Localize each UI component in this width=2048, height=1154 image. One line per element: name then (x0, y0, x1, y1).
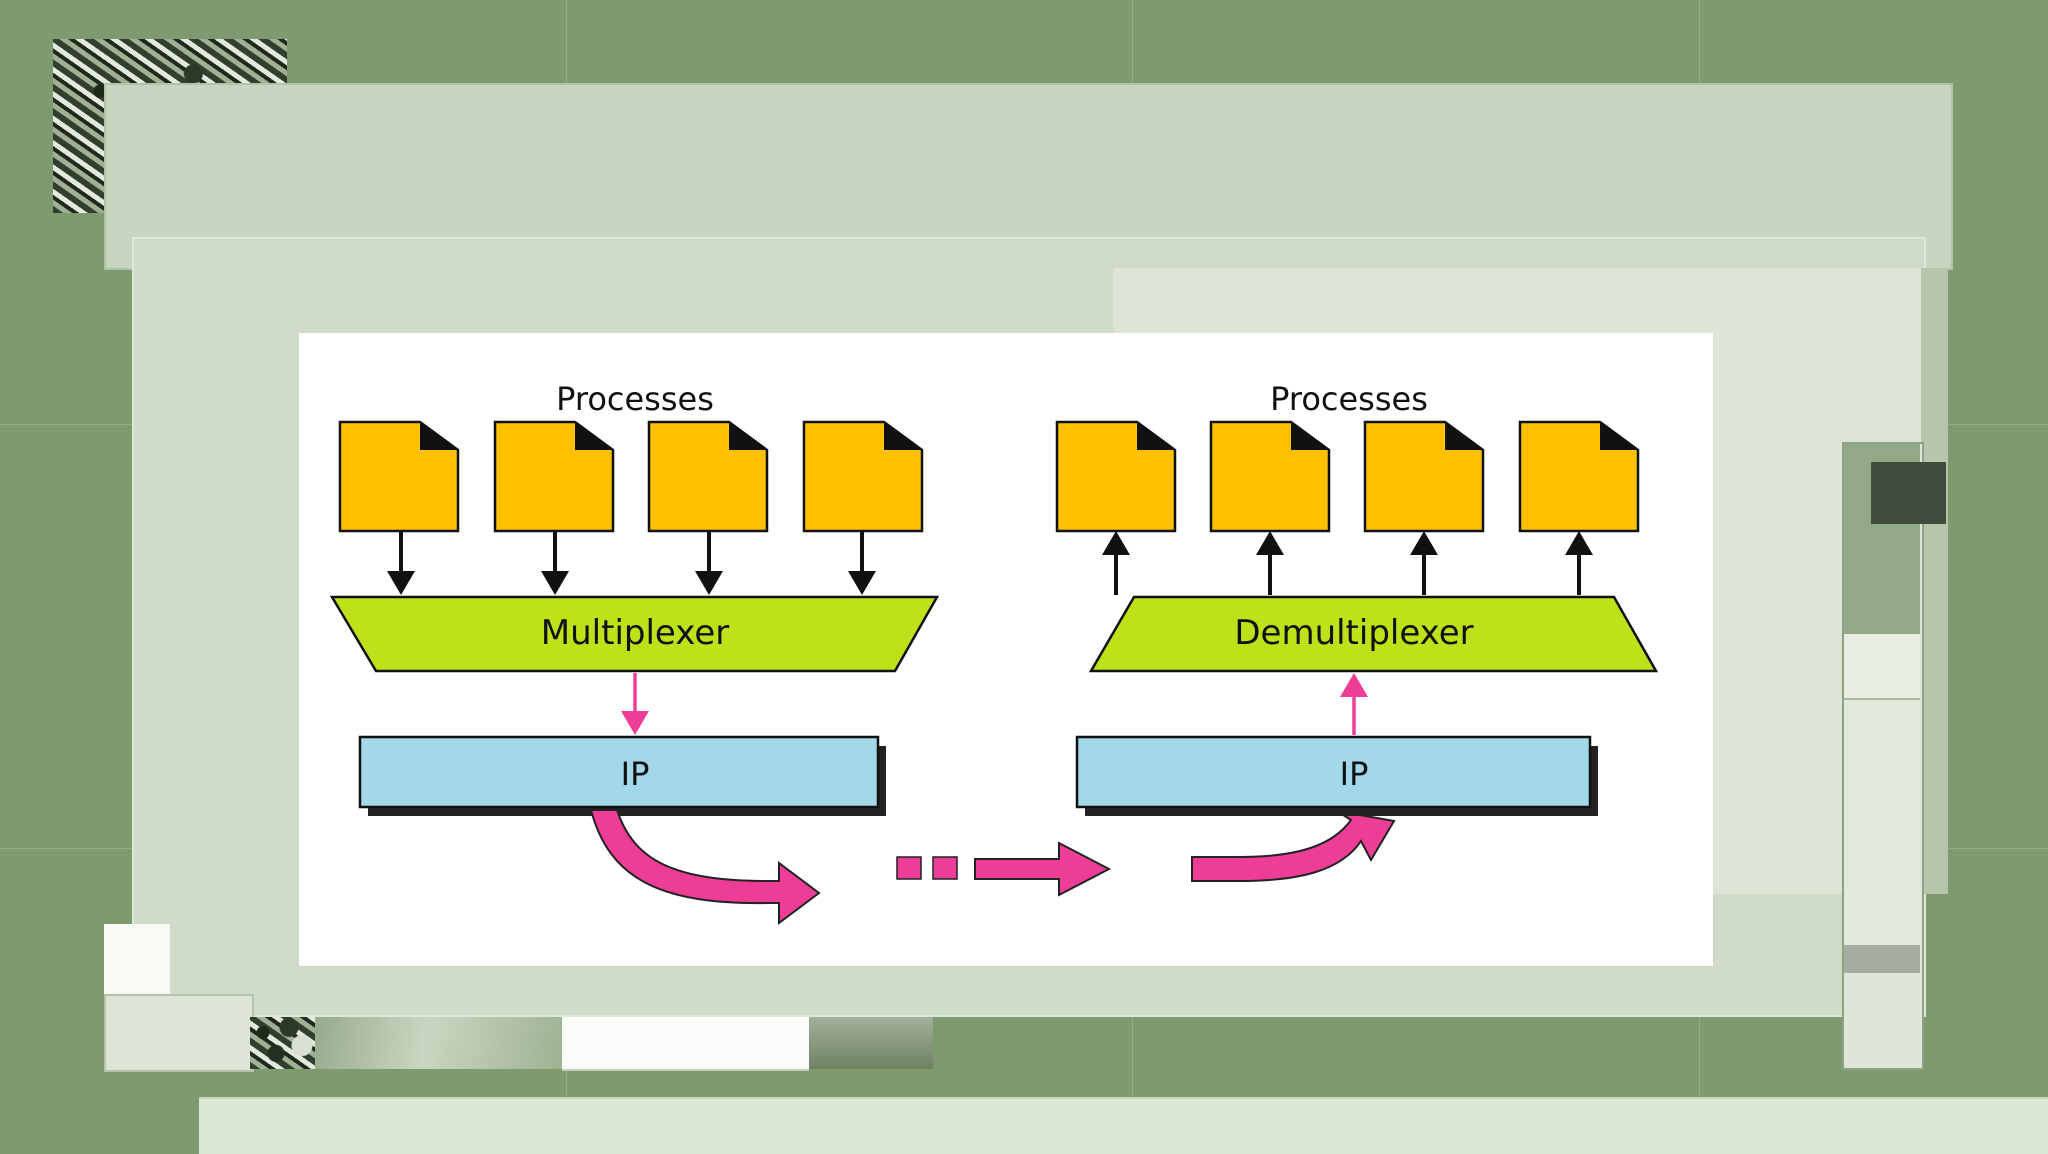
arrow-right-icon (974, 841, 1112, 897)
decorative-block (315, 1017, 562, 1069)
left-processes-label: Processes (556, 380, 714, 418)
packet-square (932, 856, 958, 880)
decorative-block (1844, 634, 1920, 698)
multiplexer-label: Multiplexer (541, 613, 729, 653)
left-ip-block (358, 735, 880, 809)
packet-square (896, 856, 922, 880)
decorative-block-dark (1871, 462, 1946, 524)
decorative-block (1844, 698, 1920, 947)
right-ip-label: IP (1340, 755, 1369, 793)
right-process-files (1055, 420, 1640, 533)
demultiplexer-label: Demultiplexer (1234, 613, 1473, 653)
left-down-arrows (396, 531, 867, 590)
diagram-card: Processes Processes (299, 333, 1713, 966)
process-file-icon (1209, 420, 1331, 533)
decorative-strip-right (1921, 268, 1948, 894)
decorative-block (1844, 945, 1920, 973)
decorative-block (809, 1017, 933, 1069)
curved-arrow-icon (1191, 810, 1396, 882)
mux-to-ip-arrow (621, 673, 649, 735)
demultiplexer-block (1088, 595, 1659, 673)
right-up-arrows (1114, 545, 1581, 595)
decorative-photo-bottom (250, 1017, 315, 1069)
process-file-icon (493, 420, 615, 533)
process-file-icon (802, 420, 924, 533)
right-ip-block (1075, 735, 1592, 809)
process-file-icon (1055, 420, 1177, 533)
decorative-block (104, 994, 254, 1072)
curved-arrow-icon (589, 809, 821, 925)
process-file-icon (647, 420, 769, 533)
multiplexer-block (329, 595, 940, 673)
right-arrowheads (1102, 531, 1593, 555)
left-arrowheads (387, 571, 876, 595)
process-file-icon (1518, 420, 1640, 533)
process-file-icon (338, 420, 460, 533)
decorative-block (562, 1017, 809, 1071)
decorative-footer-bar (199, 1097, 2048, 1154)
ip-to-demux-arrow (1340, 673, 1368, 735)
left-ip-label: IP (621, 755, 650, 793)
decorative-block (104, 924, 170, 994)
mux-demux-diagram: Processes Processes (329, 380, 1659, 925)
process-file-icon (1363, 420, 1485, 533)
right-processes-label: Processes (1270, 380, 1428, 418)
left-process-files (338, 420, 924, 533)
